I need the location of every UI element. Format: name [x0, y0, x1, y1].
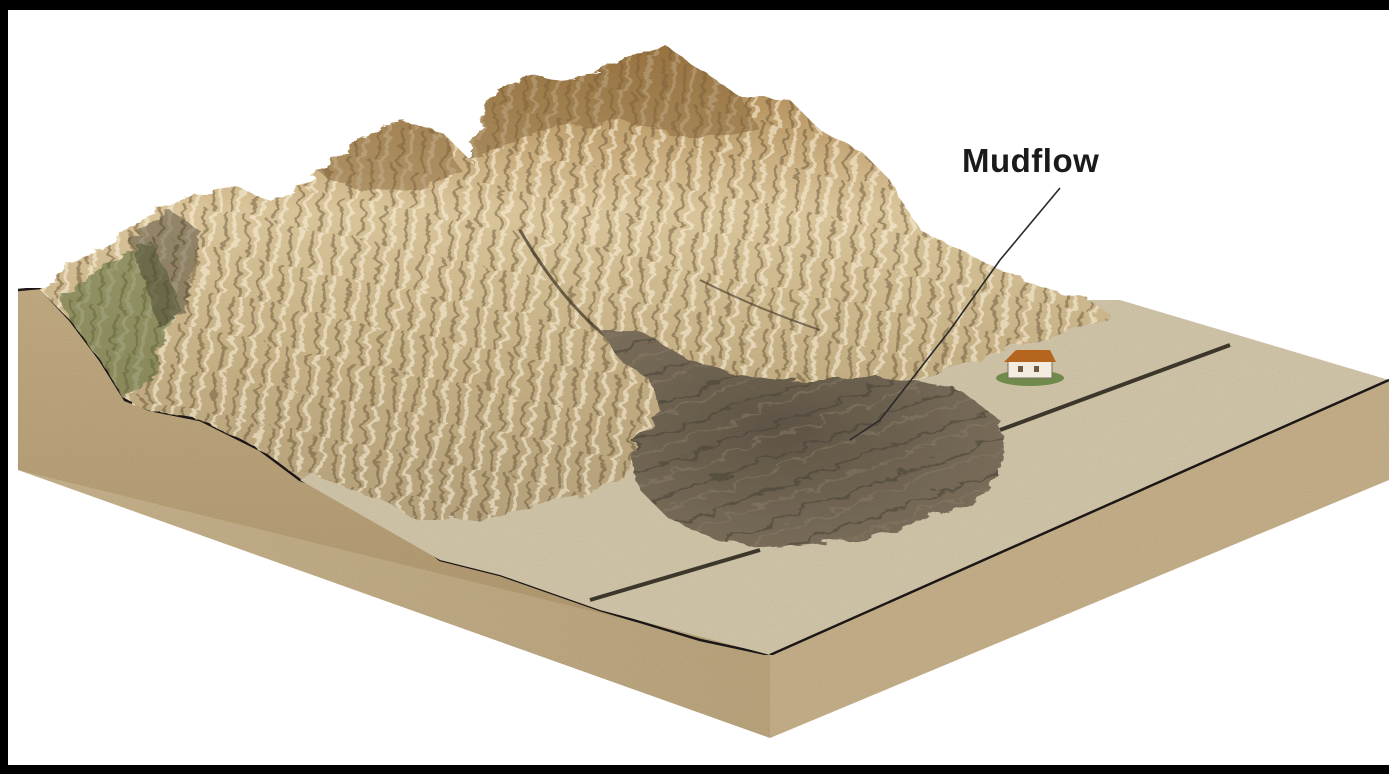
mudflow-label: Mudflow: [962, 142, 1099, 180]
